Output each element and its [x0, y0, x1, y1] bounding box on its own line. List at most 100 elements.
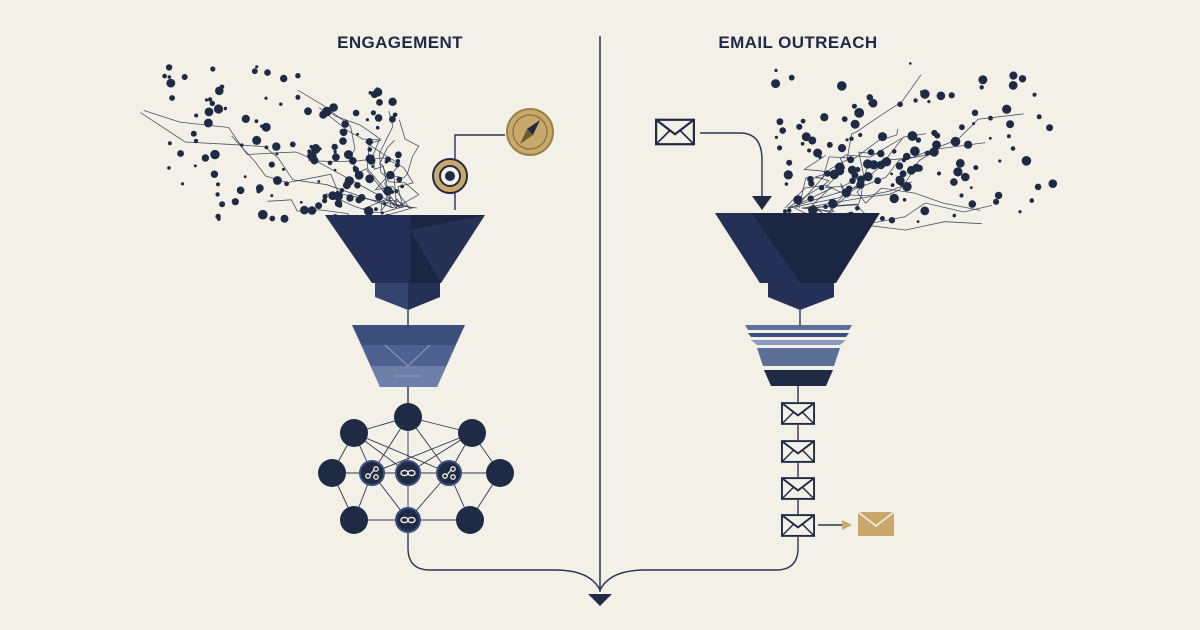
scatter-dot — [394, 189, 399, 194]
scatter-dot — [307, 151, 317, 161]
scatter-dot — [383, 186, 393, 196]
scatter-dot — [1046, 124, 1054, 132]
scatter-dot — [340, 128, 348, 137]
scatter-dot — [847, 156, 855, 164]
scatter-dot — [915, 137, 922, 143]
scatter-dot — [371, 165, 374, 168]
scatter-dot — [868, 101, 871, 105]
scatter-dot — [855, 206, 860, 211]
network-node — [394, 403, 422, 431]
scatter-dot — [215, 192, 220, 197]
scatter-dot — [367, 156, 376, 165]
network-node — [340, 419, 368, 447]
scatter-dot — [329, 103, 338, 112]
scatter-dot — [317, 180, 321, 183]
scatter-dot — [910, 146, 920, 156]
scatter-dot — [849, 136, 854, 141]
scatter-dot — [901, 158, 907, 163]
scatter-dot — [223, 106, 228, 111]
network-node — [458, 419, 486, 447]
scatter-dot — [348, 181, 352, 185]
scatter-dot — [385, 156, 391, 163]
scatter-dot — [952, 213, 957, 218]
scatter-line — [790, 137, 902, 209]
scatter-dot — [280, 74, 288, 83]
scatter-dot — [337, 203, 343, 208]
scatter-dot — [272, 142, 281, 151]
gold-envelope-icon — [857, 511, 895, 536]
scatter-dot — [953, 167, 963, 177]
outreach-arrow-head — [752, 196, 772, 210]
scatter-dot — [251, 68, 258, 75]
scatter-dot — [783, 170, 793, 180]
scatter-dot — [375, 125, 380, 130]
scatter-dot — [988, 115, 993, 121]
scatter-dot — [907, 131, 918, 141]
scatter-dot — [891, 149, 897, 154]
scatter-dot — [299, 200, 303, 204]
scatter-dot — [1006, 134, 1011, 139]
scatter-dot — [166, 78, 176, 88]
scatter-dot — [993, 198, 1000, 205]
scatter-dot — [295, 94, 301, 100]
scatter-dot — [331, 143, 338, 151]
scatter-dot — [383, 202, 387, 206]
scatter-dot — [354, 182, 361, 189]
scatter-dot — [1021, 156, 1032, 166]
scatter-dot — [177, 150, 185, 157]
scatter-dot — [216, 182, 220, 187]
scatter-dot — [959, 193, 964, 198]
scatter-dot — [355, 196, 363, 204]
scatter-dot — [162, 73, 167, 79]
outreach-big-funnel — [715, 213, 880, 310]
scatter-dot — [328, 191, 338, 201]
scatter-dot — [784, 182, 789, 186]
scatter-dot — [813, 148, 823, 158]
envelope-icon — [781, 402, 815, 425]
scatter-dot — [268, 161, 275, 168]
scatter-dot — [1036, 114, 1042, 120]
scatter-dot — [396, 176, 403, 183]
scatter-dot — [264, 96, 268, 100]
scatter-dot — [368, 91, 373, 95]
scatter-dot — [341, 120, 350, 128]
scatter-dot — [971, 109, 979, 117]
scatter-dot — [219, 84, 225, 90]
engagement-network — [318, 403, 514, 534]
scatter-line — [140, 112, 395, 209]
scatter-dot — [315, 202, 323, 210]
network-node — [486, 459, 514, 487]
scatter-dot — [269, 215, 276, 222]
scatter-dot — [284, 181, 289, 187]
scatter-dot — [779, 127, 786, 134]
scatter-dot — [376, 99, 383, 106]
scatter-dot — [309, 144, 314, 149]
scatter-dot — [333, 150, 337, 154]
scatter-dot — [219, 201, 226, 208]
scatter-dot — [375, 193, 383, 201]
scatter-dot — [339, 188, 345, 193]
compass-icon — [506, 108, 554, 156]
network-node — [318, 459, 346, 487]
scatter-dot — [913, 98, 918, 103]
scatter-dot — [1008, 81, 1018, 90]
scatter-dot — [837, 81, 847, 91]
scatter-dot — [866, 94, 874, 101]
scatter-dot — [400, 184, 404, 189]
scatter-dot — [959, 124, 965, 131]
engagement-data-scatter — [140, 64, 420, 225]
target-icon — [432, 158, 468, 194]
scatter-dot — [255, 65, 259, 69]
scatter-dot — [845, 138, 849, 142]
scatter-dot — [295, 73, 301, 79]
scatter-dot — [333, 168, 337, 172]
scatter-dot — [902, 182, 912, 192]
envelope-icon — [781, 477, 815, 500]
scatter-dot — [927, 100, 931, 104]
scatter-dot — [936, 91, 946, 101]
scatter-dot — [254, 119, 259, 124]
scatter-dot — [920, 90, 923, 93]
arrow-right-icon — [842, 520, 852, 530]
email-outreach-heading: EMAIL OUTREACH — [718, 33, 878, 52]
scatter-dot — [850, 119, 860, 129]
